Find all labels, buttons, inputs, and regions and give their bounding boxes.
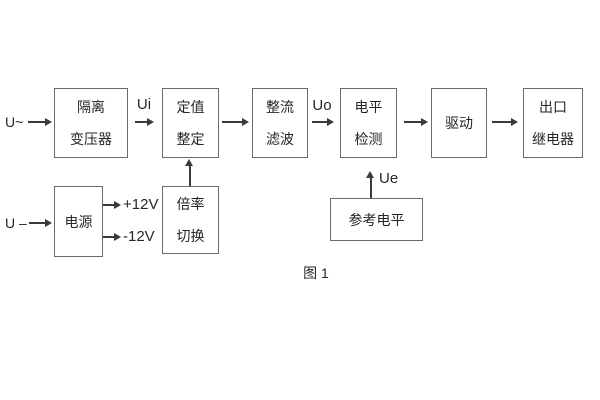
- block-ratio-switch: 倍率 切换: [162, 186, 219, 254]
- setting-to-rectifier-arrow: [222, 118, 249, 125]
- block-reference-level: 参考电平: [330, 198, 423, 241]
- ui-arrow: [135, 118, 154, 125]
- block-label: 继电器: [532, 131, 574, 147]
- driver-to-relay-arrow: [492, 118, 518, 125]
- block-label: 变压器: [70, 131, 112, 147]
- signal-ui-label: Ui: [136, 96, 152, 113]
- block-isolation-transformer: 隔离 变压器: [54, 88, 128, 158]
- block-rectifier-filter: 整流 滤波: [252, 88, 308, 158]
- block-label: 出口: [539, 99, 567, 115]
- signal-ue-label: Ue: [379, 170, 399, 187]
- block-label: 隔离: [77, 99, 105, 115]
- block-label: 倍率: [176, 196, 205, 212]
- dc-input-arrow: [29, 219, 52, 226]
- block-label: 定值: [176, 99, 205, 115]
- block-label: 电平: [354, 99, 383, 115]
- block-label: 滤波: [266, 131, 294, 147]
- rail-pos-arrow: [103, 201, 121, 208]
- ac-input-label: U~: [5, 114, 24, 130]
- ac-input-arrow: [28, 118, 52, 125]
- block-output-relay: 出口 继电器: [523, 88, 583, 158]
- block-label: 参考电平: [348, 211, 405, 228]
- block-label: 整定: [176, 131, 205, 147]
- uo-arrow: [312, 118, 334, 125]
- block-driver: 驱动: [431, 88, 487, 158]
- block-level-detect: 电平 检测: [340, 88, 397, 158]
- rail-neg-label: -12V: [123, 228, 155, 245]
- level-to-driver-arrow: [404, 118, 428, 125]
- signal-uo-label: Uo: [312, 97, 332, 114]
- block-label: 切换: [176, 228, 205, 244]
- reference-to-level-arrow: [367, 171, 374, 198]
- ratio-to-setting-arrow: [186, 159, 193, 186]
- rail-neg-arrow: [103, 233, 121, 240]
- block-setting-adjust: 定值 整定: [162, 88, 219, 158]
- block-label: 电源: [64, 213, 93, 230]
- block-power-supply: 电源: [54, 186, 103, 257]
- block-label: 驱动: [445, 115, 473, 131]
- figure-caption: 图 1: [303, 265, 329, 281]
- block-label: 整流: [266, 99, 294, 115]
- block-label: 检测: [354, 131, 383, 147]
- rail-pos-label: +12V: [123, 196, 159, 213]
- dc-input-label: U –: [5, 215, 27, 231]
